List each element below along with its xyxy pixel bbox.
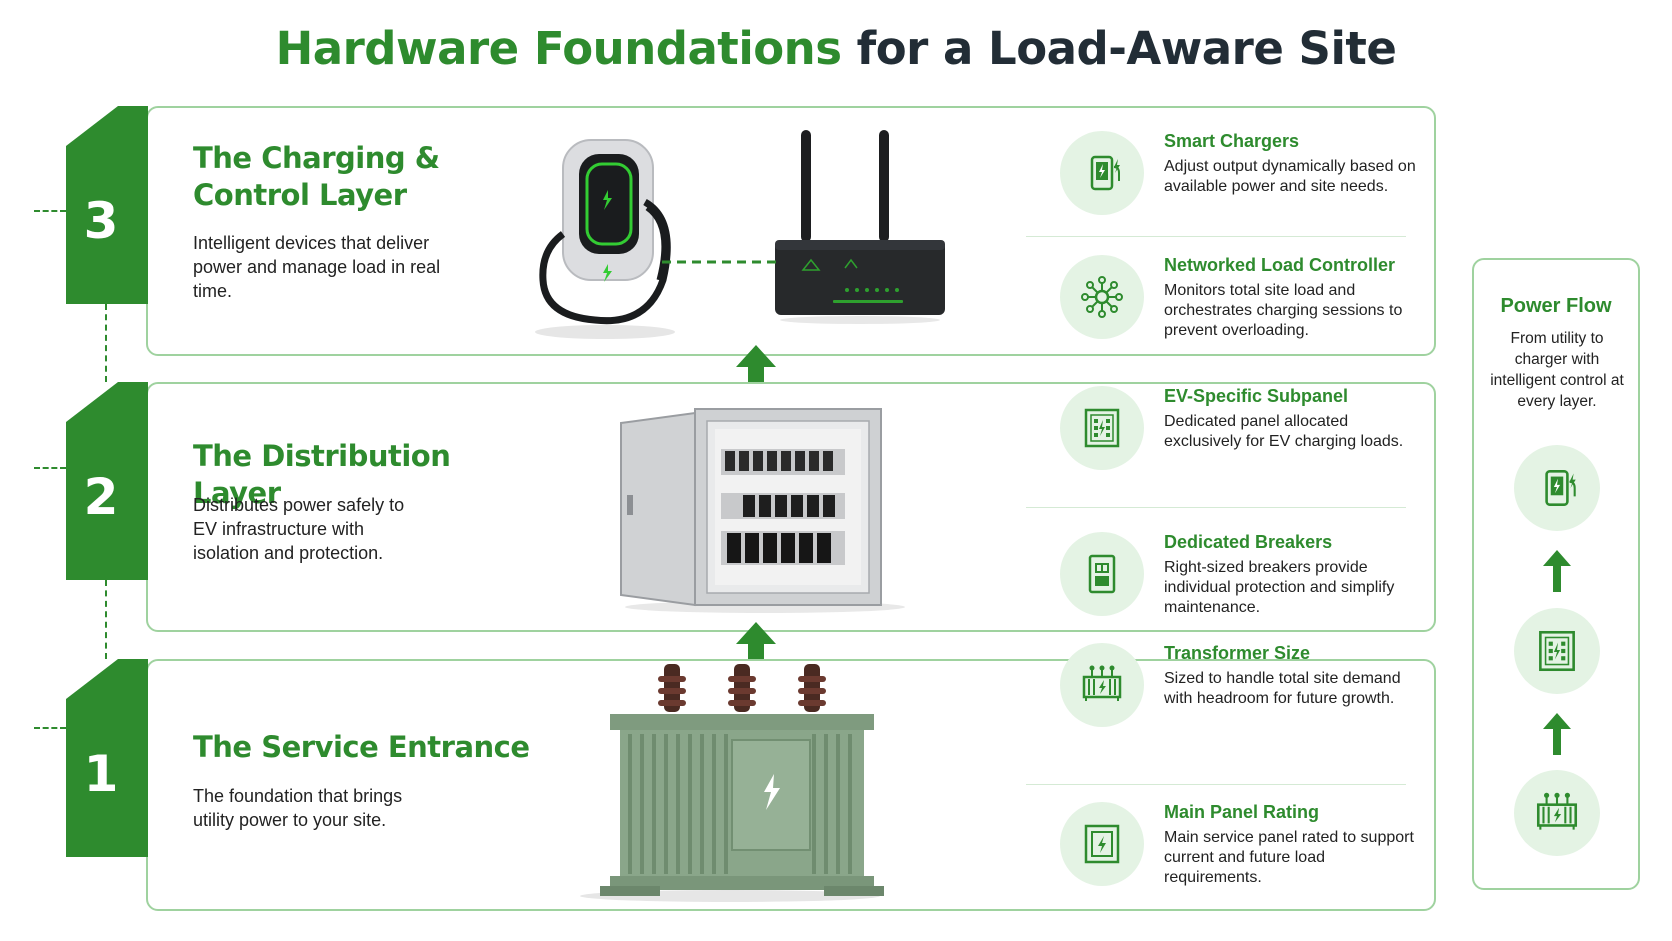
layer-number-tab-1: 1 [66, 659, 148, 857]
feature-description: Adjust output dynamically based on avail… [1164, 158, 1416, 195]
feature-ev-specific-subpanel: EV-Specific Subpanel Dedicated panel all… [1060, 386, 1420, 496]
feature-name: Dedicated Breakers [1164, 532, 1333, 552]
up-arrow-icon [736, 345, 776, 391]
layer-description-distribution: Distributes power safely to EV infrastru… [193, 495, 405, 563]
layer-title-service-entrance: The Service Entrance [193, 730, 530, 764]
feature-name: Transformer Size [1164, 643, 1311, 663]
layer-number: 1 [83, 745, 119, 803]
main-panel-icon [1060, 802, 1144, 886]
layer-number-tab-3: 3 [66, 106, 148, 304]
electrical-subpanel-illustration [620, 408, 905, 613]
power-flow-panel: Power Flow From utility to charger with … [1472, 258, 1640, 890]
flow-up-arrow-icon [1543, 713, 1571, 755]
feature-name: Main Panel Rating [1164, 802, 1320, 822]
page-title: Hardware Foundations for a Load-Aware Si… [0, 22, 1672, 75]
layer-title-charging-control: The Charging & Control Layer [193, 141, 440, 212]
title-rest: for a Load-Aware Site [856, 22, 1397, 75]
layer3-connector [34, 210, 66, 212]
flow-up-arrow-icon [1543, 550, 1571, 592]
charger-icon [1514, 445, 1600, 531]
feature-description: Monitors total site load and orchestrate… [1164, 282, 1403, 339]
layer-number-tab-2: 2 [66, 382, 148, 580]
breaker-icon [1060, 532, 1144, 616]
ev-charger-illustration [535, 139, 675, 339]
up-arrow-icon [736, 622, 776, 668]
title-highlight: Hardware Foundations [275, 22, 842, 75]
feature-description: Sized to handle total site demand with h… [1164, 670, 1401, 707]
feature-smart-chargers: Smart Chargers Adjust output dynamically… [1060, 131, 1420, 241]
layer1-connector [34, 727, 66, 729]
feature-networked-load-controller: Networked Load Controller Monitors total… [1060, 255, 1420, 365]
subpanel-icon [1514, 608, 1600, 694]
transformer-icon [1060, 643, 1144, 727]
feature-description: Main service panel rated to support curr… [1164, 829, 1414, 886]
power-flow-title: Power Flow [1500, 295, 1612, 317]
feature-transformer-size: Transformer Size Sized to handle total s… [1060, 643, 1420, 753]
feature-description: Dedicated panel allocated exclusively fo… [1164, 413, 1404, 450]
feature-dedicated-breakers: Dedicated Breakers Right-sized breakers … [1060, 532, 1420, 642]
power-flow-description: From utility to charger with intelligent… [1490, 330, 1624, 410]
feature-name: Networked Load Controller [1164, 255, 1396, 275]
network-router-illustration [775, 130, 945, 324]
transformer-illustration [580, 664, 884, 902]
feature-name: EV-Specific Subpanel [1164, 386, 1349, 406]
vertical-connector-lower [105, 580, 107, 659]
feature-divider [1026, 784, 1406, 785]
layer-description-charging-control: Intelligent devices that deliver power a… [193, 233, 441, 301]
feature-description: Right-sized breakers provide individual … [1164, 559, 1395, 616]
charger-icon [1060, 131, 1144, 215]
layer-number: 3 [83, 192, 119, 250]
layer-number: 2 [83, 468, 119, 526]
feature-divider [1026, 236, 1406, 237]
charger-router-dashed-link [662, 260, 780, 264]
layer-title-distribution: The Distribution Layer [193, 439, 451, 510]
vertical-connector-upper [105, 304, 107, 382]
layer-description-service-entrance: The foundation that brings utility power… [193, 786, 403, 830]
layer2-connector [34, 467, 66, 469]
transformer-icon [1514, 770, 1600, 856]
subpanel-icon [1060, 386, 1144, 470]
network-hub-icon [1060, 255, 1144, 339]
feature-divider [1026, 507, 1406, 508]
feature-main-panel-rating: Main Panel Rating Main service panel rat… [1060, 802, 1420, 912]
feature-name: Smart Chargers [1164, 131, 1300, 151]
